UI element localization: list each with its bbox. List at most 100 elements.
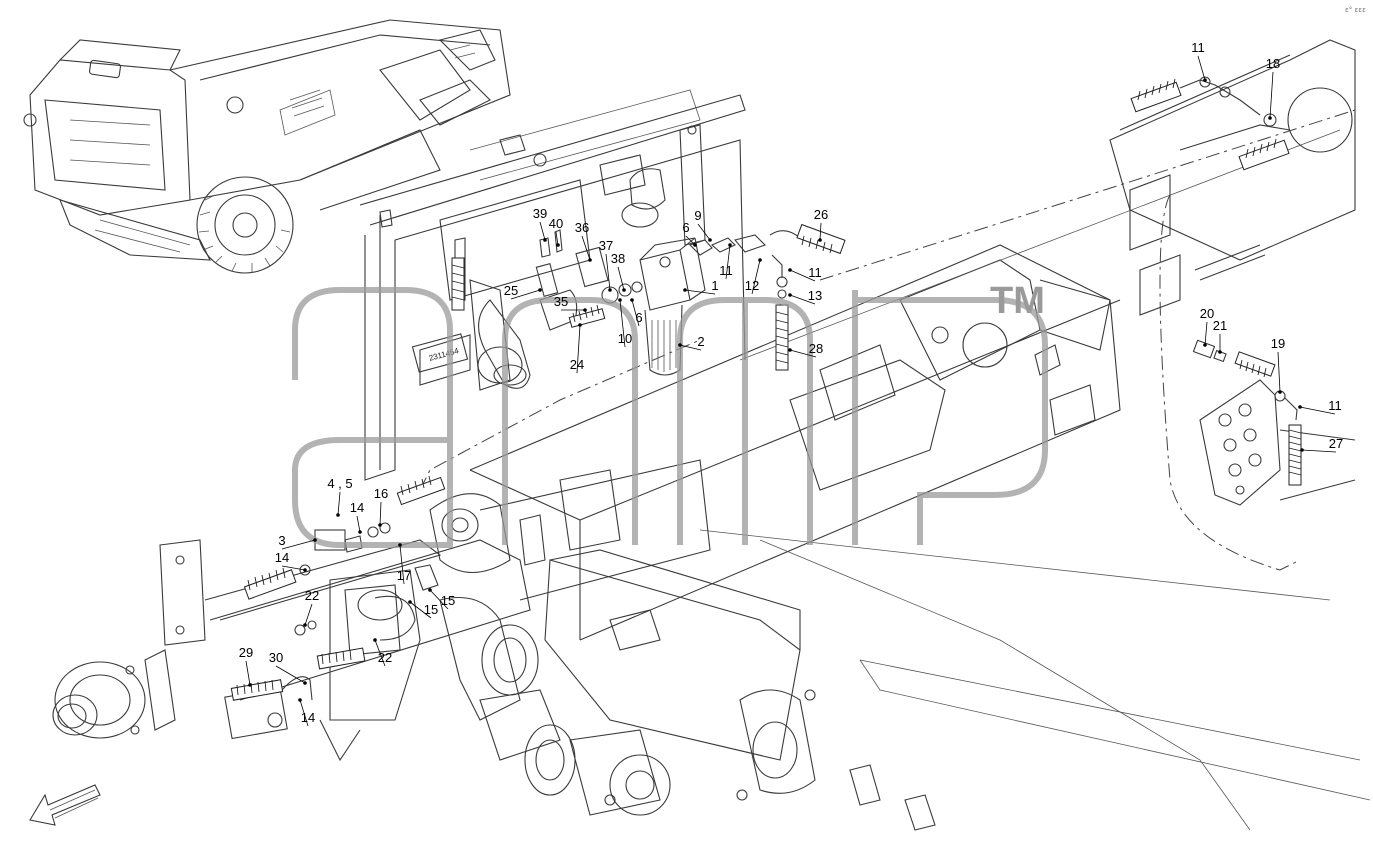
callout-number: 10 bbox=[618, 331, 632, 346]
callout-dot bbox=[336, 513, 340, 517]
callout-dot bbox=[683, 288, 687, 292]
callout-dot bbox=[788, 293, 792, 297]
callout-number: 19 bbox=[1271, 336, 1285, 351]
callout-dot bbox=[693, 243, 697, 247]
callout-c11c: 11 bbox=[788, 265, 822, 282]
callout-c10: 10 bbox=[618, 298, 632, 348]
callout-dot bbox=[758, 258, 762, 262]
callout-leader bbox=[789, 294, 816, 305]
callout-c15a: 15 bbox=[408, 600, 438, 619]
callout-dot bbox=[428, 588, 432, 592]
callout-c11a: 11 bbox=[1191, 40, 1207, 82]
callout-c29: 29 bbox=[239, 645, 253, 687]
callout-leader bbox=[337, 491, 341, 516]
callout-c36: 36 bbox=[575, 220, 592, 262]
callout-number: 13 bbox=[808, 288, 822, 303]
callout-dot bbox=[1218, 350, 1222, 354]
callout-leader bbox=[1197, 55, 1206, 81]
callout-number: 22 bbox=[305, 588, 319, 603]
callout-leader bbox=[409, 601, 432, 619]
callout-number: 21 bbox=[1213, 318, 1227, 333]
callout-number: 17 bbox=[397, 568, 411, 583]
callout-c27: 27 bbox=[1300, 436, 1343, 453]
callout-leader bbox=[304, 603, 313, 626]
vehicle-thumbnail bbox=[23, 19, 511, 274]
callout-leader bbox=[685, 235, 696, 246]
callout-c9: 9 bbox=[694, 208, 712, 242]
callout-number: 35 bbox=[554, 294, 568, 309]
callout-dot bbox=[313, 538, 317, 542]
callout-c6b: 6 bbox=[630, 298, 643, 327]
callout-dot bbox=[1298, 405, 1302, 409]
callout-c37: 37 bbox=[599, 238, 613, 292]
callout-number: 18 bbox=[1266, 56, 1280, 71]
callout-leader bbox=[819, 222, 822, 241]
callout-dot bbox=[583, 308, 587, 312]
part-stamp-text: 2311454 bbox=[428, 346, 460, 363]
callout-c22b: 22 bbox=[373, 638, 392, 667]
callout-leader bbox=[617, 266, 625, 291]
callout-number: 16 bbox=[374, 486, 388, 501]
callout-leader bbox=[576, 324, 581, 374]
callout-leader bbox=[245, 660, 251, 686]
watermark: TM bbox=[292, 280, 1048, 548]
callout-c21: 21 bbox=[1213, 318, 1227, 354]
callout-dot bbox=[588, 258, 592, 262]
corner-code-text: ε° εεε bbox=[1345, 6, 1366, 14]
callout-dot bbox=[578, 323, 582, 327]
callout-c3: 3 bbox=[278, 533, 317, 550]
callout-number: 12 bbox=[745, 278, 759, 293]
callout-dot bbox=[818, 238, 822, 242]
callout-c17: 17 bbox=[397, 543, 411, 585]
callout-number: 6 bbox=[682, 220, 689, 235]
callout-dot bbox=[728, 243, 732, 247]
callout-number: 25 bbox=[504, 283, 518, 298]
callout-c1: 1 bbox=[683, 278, 719, 295]
callout-c2: 2 bbox=[678, 334, 705, 351]
callout-number: 20 bbox=[1200, 306, 1214, 321]
callout-leader bbox=[429, 589, 449, 610]
callout-c12: 12 bbox=[745, 258, 762, 295]
callout-c38: 38 bbox=[611, 251, 626, 292]
callout-dot bbox=[248, 683, 252, 687]
callout-number: 9 bbox=[694, 208, 701, 223]
callout-leader bbox=[619, 299, 626, 348]
callout-leader bbox=[605, 253, 611, 291]
callout-number: 11 bbox=[719, 263, 733, 278]
callout-number: 29 bbox=[239, 645, 253, 660]
callout-number: 4 , 5 bbox=[327, 476, 352, 491]
callout-number: 11 bbox=[1191, 40, 1205, 55]
callout-number: 11 bbox=[1328, 398, 1342, 413]
callout-c28: 28 bbox=[788, 341, 823, 358]
callout-c24: 24 bbox=[570, 323, 584, 374]
trademark-mark: TM bbox=[990, 280, 1045, 322]
callout-leader bbox=[299, 699, 309, 727]
callout-number: 1 bbox=[711, 278, 718, 293]
callout-number: 15 bbox=[441, 593, 455, 608]
callout-dot bbox=[1268, 116, 1272, 120]
callout-leader bbox=[697, 223, 711, 241]
callout-dot bbox=[788, 348, 792, 352]
callout-c19: 19 bbox=[1271, 336, 1285, 394]
callout-c35: 35 bbox=[554, 294, 587, 312]
main-boom bbox=[469, 129, 1371, 831]
callout-c14a: 14 bbox=[350, 500, 364, 534]
callout-leader bbox=[399, 544, 405, 585]
callout-c6a: 6 bbox=[682, 220, 697, 247]
callout-c30: 30 bbox=[269, 650, 307, 685]
callout-dot bbox=[1203, 343, 1207, 347]
callout-leader bbox=[789, 349, 817, 358]
callout-c11b: 11 bbox=[719, 243, 733, 280]
callout-dot bbox=[556, 243, 560, 247]
callout-number: 36 bbox=[575, 220, 589, 235]
routing-lines bbox=[419, 109, 1356, 571]
callout-number: 6 bbox=[635, 310, 642, 325]
callout-dot bbox=[788, 268, 792, 272]
callout-number: 24 bbox=[570, 357, 584, 372]
callout-leader bbox=[1301, 449, 1337, 453]
callout-number: 2 bbox=[697, 334, 704, 349]
callout-dot bbox=[298, 698, 302, 702]
